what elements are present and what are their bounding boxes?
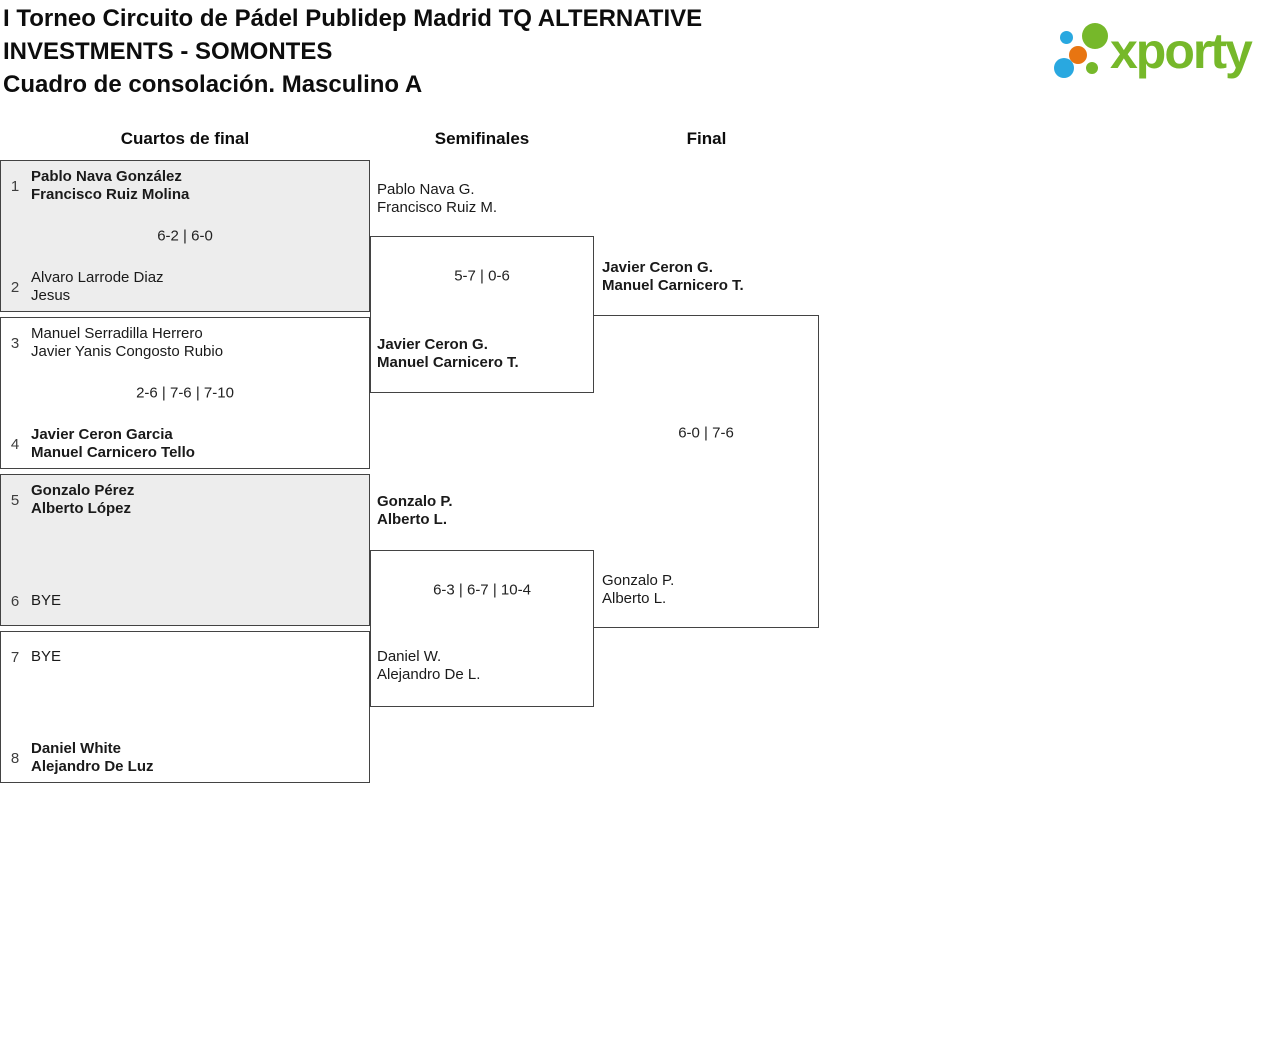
seed-number: 2 [10,278,20,296]
match-score: 6-2 | 6-0 [157,227,213,245]
team-players: Alvaro Larrode Diaz Jesus [31,269,164,304]
semifinal2-team2: Daniel W. Alejandro De L. [377,648,481,683]
final-team1: Javier Ceron G. Manuel Carnicero T. [602,259,744,294]
quarterfinal-match-3: 5 Gonzalo Pérez Alberto López 6 BYE [0,474,370,626]
team-entry: 2 Alvaro Larrode Diaz Jesus [8,268,362,306]
xporty-logo[interactable]: xporty [1048,14,1278,98]
team-entry: 5 Gonzalo Pérez Alberto López [8,481,362,519]
team-entry: 1 Pablo Nava González Francisco Ruiz Mol… [8,167,362,205]
round-header-quarterfinals: Cuartos de final [120,129,250,148]
final-match: 6-0 | 7-6 [594,315,819,628]
bracket-subtitle: Cuadro de consolación. Masculino A [3,71,423,98]
quarterfinal-match-2: 3 Manuel Serradilla Herrero Javier Yanis… [0,317,370,469]
team-entry: 8 Daniel White Alejandro De Luz [8,739,362,777]
quarterfinal-match-1: 1 Pablo Nava González Francisco Ruiz Mol… [0,160,370,312]
seed-number: 5 [10,491,20,509]
match-score: 6-0 | 7-6 [678,424,734,441]
seed-number: 4 [10,435,20,453]
logo-dot-blue-small [1060,31,1073,44]
team-entry: 3 Manuel Serradilla Herrero Javier Yanis… [8,324,362,362]
team-players: BYE [31,592,62,609]
logo-dot-green-large [1082,23,1108,49]
logo-wordmark: xporty [1110,23,1253,79]
team-players: Gonzalo Pérez Alberto López [31,482,135,517]
seed-number: 1 [10,177,20,195]
match-score: 2-6 | 7-6 | 7-10 [136,384,234,402]
semifinal1-team2: Javier Ceron G. Manuel Carnicero T. [377,336,519,371]
team-players: Manuel Serradilla Herrero Javier Yanis C… [31,325,224,360]
match-score: 6-3 | 6-7 | 10-4 [433,581,531,598]
semifinal-match-1: 5-7 | 0-6 [370,236,594,393]
team-players: Pablo Nava González Francisco Ruiz Molin… [31,168,190,203]
logo-dot-green-small [1086,62,1098,74]
final-team2: Gonzalo P. Alberto L. [602,572,675,607]
quarterfinal-match-4: 7 BYE 8 Daniel White Alejandro De Luz [0,631,370,783]
semifinal1-team1: Pablo Nava G. Francisco Ruiz M. [377,181,498,216]
seed-number: 6 [10,592,20,610]
logo-dot-orange [1069,46,1087,64]
team-players: Daniel White Alejandro De Luz [31,740,154,775]
team-entry: 7 BYE [8,638,362,676]
team-players: BYE [31,648,62,665]
seed-number: 7 [10,648,20,666]
team-entry: 6 BYE [8,582,362,620]
team-entry: 4 Javier Ceron Garcia Manuel Carnicero T… [8,425,362,463]
round-header-final: Final [686,129,727,148]
team-players: Javier Ceron Garcia Manuel Carnicero Tel… [31,426,195,461]
tournament-title: I Torneo Circuito de Pádel Publidep Madr… [3,5,703,65]
round-header-semifinals: Semifinales [434,129,530,148]
logo-dot-blue-large [1054,58,1074,78]
seed-number: 8 [10,749,20,767]
semifinal-match-2: 6-3 | 6-7 | 10-4 [370,550,594,707]
match-score: 5-7 | 0-6 [454,267,510,284]
page-header: I Torneo Circuito de Pádel Publidep Madr… [3,2,783,101]
semifinal2-team1: Gonzalo P. Alberto L. [377,493,453,528]
seed-number: 3 [10,334,20,352]
